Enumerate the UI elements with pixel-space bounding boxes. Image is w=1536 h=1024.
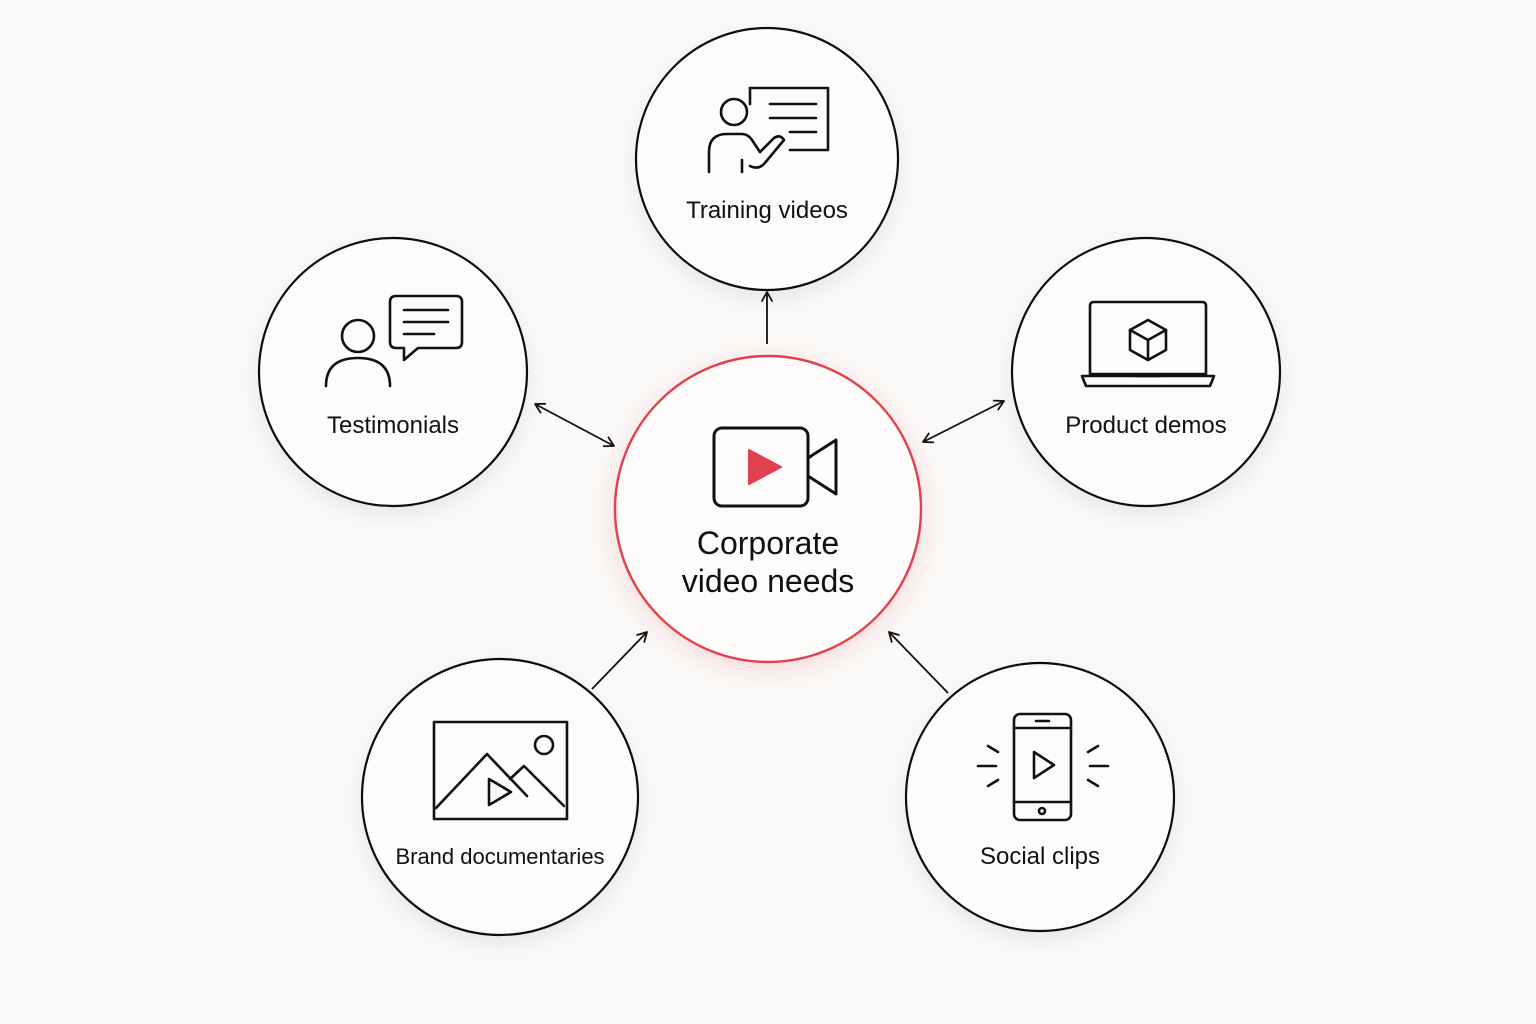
node-brand-documentaries: Brand documentaries	[360, 657, 640, 937]
connector-social-clips	[888, 631, 949, 694]
person-speech-bubble-icon	[324, 294, 464, 388]
node-testimonials: Testimonials	[257, 236, 529, 508]
center-node: Corporate video needs	[613, 354, 923, 664]
node-label-training: Training videos	[686, 197, 848, 224]
center-title-line2: video needs	[682, 563, 855, 599]
node-product-demos: Product demos	[1010, 236, 1282, 508]
node-training-videos: Training videos	[634, 26, 900, 292]
connector-testimonials	[534, 402, 615, 448]
center-title-line1: Corporate	[697, 525, 839, 561]
presenter-whiteboard-icon	[707, 86, 830, 174]
node-label-testimonials: Testimonials	[327, 412, 459, 439]
smartphone-play-icon	[976, 712, 1110, 822]
node-label-product-demos: Product demos	[1065, 412, 1226, 439]
node-label-brand-documentaries: Brand documentaries	[395, 844, 604, 869]
play-triangle-icon	[748, 449, 782, 485]
video-camera-icon	[712, 426, 838, 508]
connector-brand-documentaries	[591, 631, 648, 690]
node-social-clips: Social clips	[904, 661, 1176, 933]
connector-product-demos	[922, 399, 1005, 444]
node-label-social-clips: Social clips	[980, 843, 1100, 870]
connectors	[534, 291, 1005, 694]
landscape-play-icon	[432, 720, 569, 821]
laptop-cube-icon	[1080, 300, 1216, 388]
